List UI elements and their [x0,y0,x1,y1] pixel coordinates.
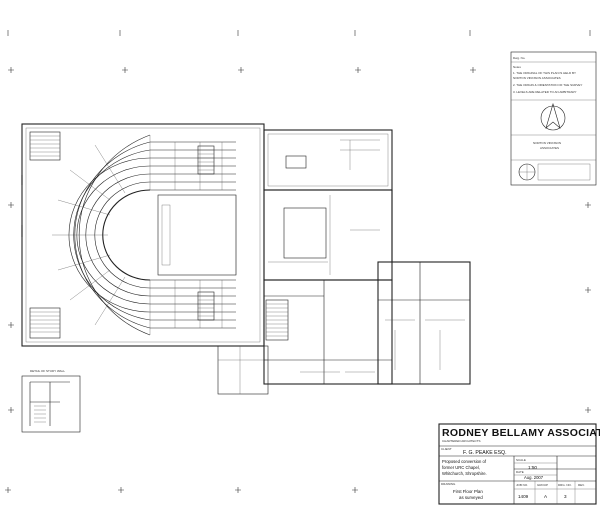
date-label: DATE [516,470,524,474]
client-name: F. G. PEAKE ESQ. [463,450,507,456]
note-3: 2. THE ORIGIN & ORIENTATION OF THE SURVE… [513,83,582,87]
drg-no-label: DRG. NO. [558,483,572,487]
note-4: 3. LEVELS ARE RELATED TO AN ARBITRARY [513,90,576,94]
drg-no: 3 [564,494,567,499]
scale-label: SCALE [516,458,526,462]
firm-name: RODNEY BELLAMY ASSOCIATES [442,427,600,439]
date-value: Aug. 2007 [524,475,544,480]
project-line-2: former URC Chapel, [442,465,480,470]
job-no: 1409 [518,494,529,499]
note-2: NORTON VIKINSON ASSOCIATES [513,76,561,80]
wall-detail: DETAIL OF STUDY WALL [21,369,81,433]
surveyor-sub: ASSOCIATES [540,146,559,150]
drawing-label: DRAWING [441,482,456,486]
client-label: CLIENT [441,447,452,451]
surveyor-logo-icon [518,163,536,181]
detail-label: DETAIL OF STUDY WALL [30,369,65,373]
group-value: A [544,494,548,499]
note-1: 1. THE ORIGINAL OF THIS PLAN IS HELD BY [513,71,576,75]
group-label: GROUP [537,483,548,487]
project-line-1: Proposed conversion of [442,459,487,464]
firm-sub: CHARTERED ARCHITECTS [442,439,480,443]
chapel-plan [21,123,269,395]
north-arrow-icon [540,102,566,131]
annex-plan [263,129,471,385]
scale-value: 1:50 [528,465,537,470]
notes-panel: Dwg. No. Notes 1. THE ORIGINAL OF THIS P… [510,51,597,186]
drawing-title-2: as surveyed [459,495,483,500]
notes-label: Notes [513,65,521,69]
project-line-3: Whitchurch, Shropshire. [442,471,487,476]
drawing-title-1: First Floor Plan [453,489,483,494]
rev-label: REV. [578,483,585,487]
dwg-label: Dwg. No. [513,56,526,60]
grid-crosses [5,30,591,493]
job-no-label: JOB NO. [516,483,528,487]
title-block: RODNEY BELLAMY ASSOCIATES CHARTERED ARCH… [438,423,600,505]
surveyor-name: NORTON VIKINSON [533,141,561,145]
